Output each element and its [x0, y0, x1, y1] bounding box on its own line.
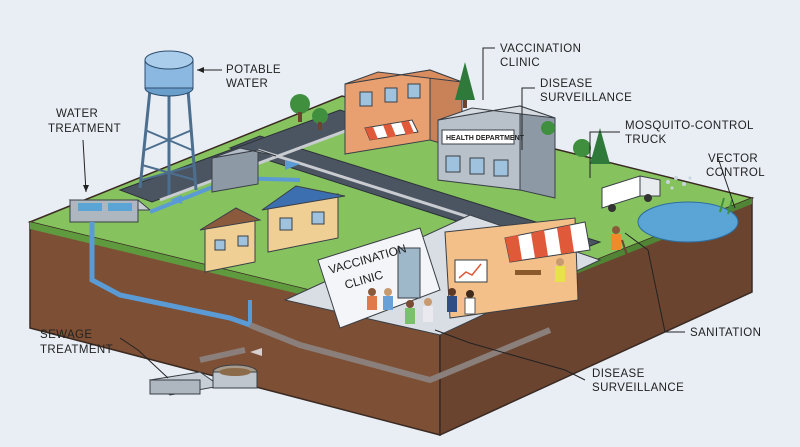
- pond: [637, 197, 739, 243]
- label-disease-surveillance-bottom-line2: SURVEILLANCE: [592, 382, 684, 394]
- vaccination-clinic-building: [344, 69, 463, 155]
- small-utility-building: [211, 147, 277, 193]
- label-vaccination-clinic-top-line1: VACCINATION: [500, 43, 581, 55]
- label-sewage-treatment-line1: SEWAGE: [40, 329, 92, 341]
- people: [367, 258, 565, 324]
- cutaway-interior: VACCINATION CLINIC: [283, 214, 602, 336]
- label-mosquito-control-line2: TRUCK: [625, 134, 667, 146]
- label-sanitation-line1: SANITATION: [690, 327, 761, 339]
- label-sewage-treatment-line2: TREATMENT: [40, 344, 113, 356]
- clinic-door: [397, 247, 421, 299]
- trees: [290, 62, 610, 164]
- label-potable-water-line2: WATER: [226, 78, 268, 90]
- awning: [504, 221, 591, 263]
- label-disease-surveillance-top-line1: DISEASE: [540, 78, 593, 90]
- label-vector-control-line1: VECTOR: [708, 153, 758, 165]
- house-left: [199, 207, 262, 273]
- label-potable-water-line1: POTABLE: [226, 64, 281, 76]
- label-water-treatment-line2: TREATMENT: [48, 123, 121, 135]
- label-sewage-treatment: SEWAGE TREATMENT: [40, 329, 113, 356]
- sanitation-worker: [611, 226, 629, 259]
- chart-board: [454, 259, 488, 283]
- label-vector-control: VECTOR CONTROL: [706, 153, 765, 179]
- label-vaccination-clinic-top: VACCINATION CLINIC: [500, 43, 581, 69]
- house-right: [261, 185, 346, 253]
- water-treatment-plant: [68, 199, 152, 223]
- label-vector-control-line2: CONTROL: [706, 167, 765, 179]
- mosquito-control-truck: [601, 175, 692, 212]
- health-department-sign-text: HEALTH DEPARTMENT: [446, 135, 525, 142]
- sewage-pipes: [199, 322, 552, 384]
- label-mosquito-control-truck: MOSQUITO-CONTROL TRUCK: [625, 120, 754, 146]
- label-disease-surveillance-top: DISEASE SURVEILLANCE: [540, 78, 632, 104]
- spray-mist: [666, 176, 692, 190]
- label-disease-surveillance-bottom: DISEASE SURVEILLANCE: [592, 368, 684, 394]
- label-mosquito-control-line1: MOSQUITO-CONTROL: [625, 120, 754, 132]
- leader-arrowheads: [83, 67, 204, 192]
- label-disease-surveillance-top-line2: SURVEILLANCE: [540, 92, 632, 104]
- label-disease-surveillance-bottom-line1: DISEASE: [592, 368, 645, 380]
- water-tower: [138, 50, 198, 195]
- label-vaccination-clinic-top-line2: CLINIC: [500, 57, 540, 69]
- label-potable-water: POTABLE WATER: [226, 64, 281, 90]
- label-water-treatment: WATER TREATMENT: [48, 108, 121, 135]
- label-sanitation: SANITATION: [690, 327, 761, 339]
- leader-lines: [82, 47, 736, 381]
- label-water-treatment-line1: WATER: [56, 108, 98, 120]
- health-department-sign: [441, 129, 515, 145]
